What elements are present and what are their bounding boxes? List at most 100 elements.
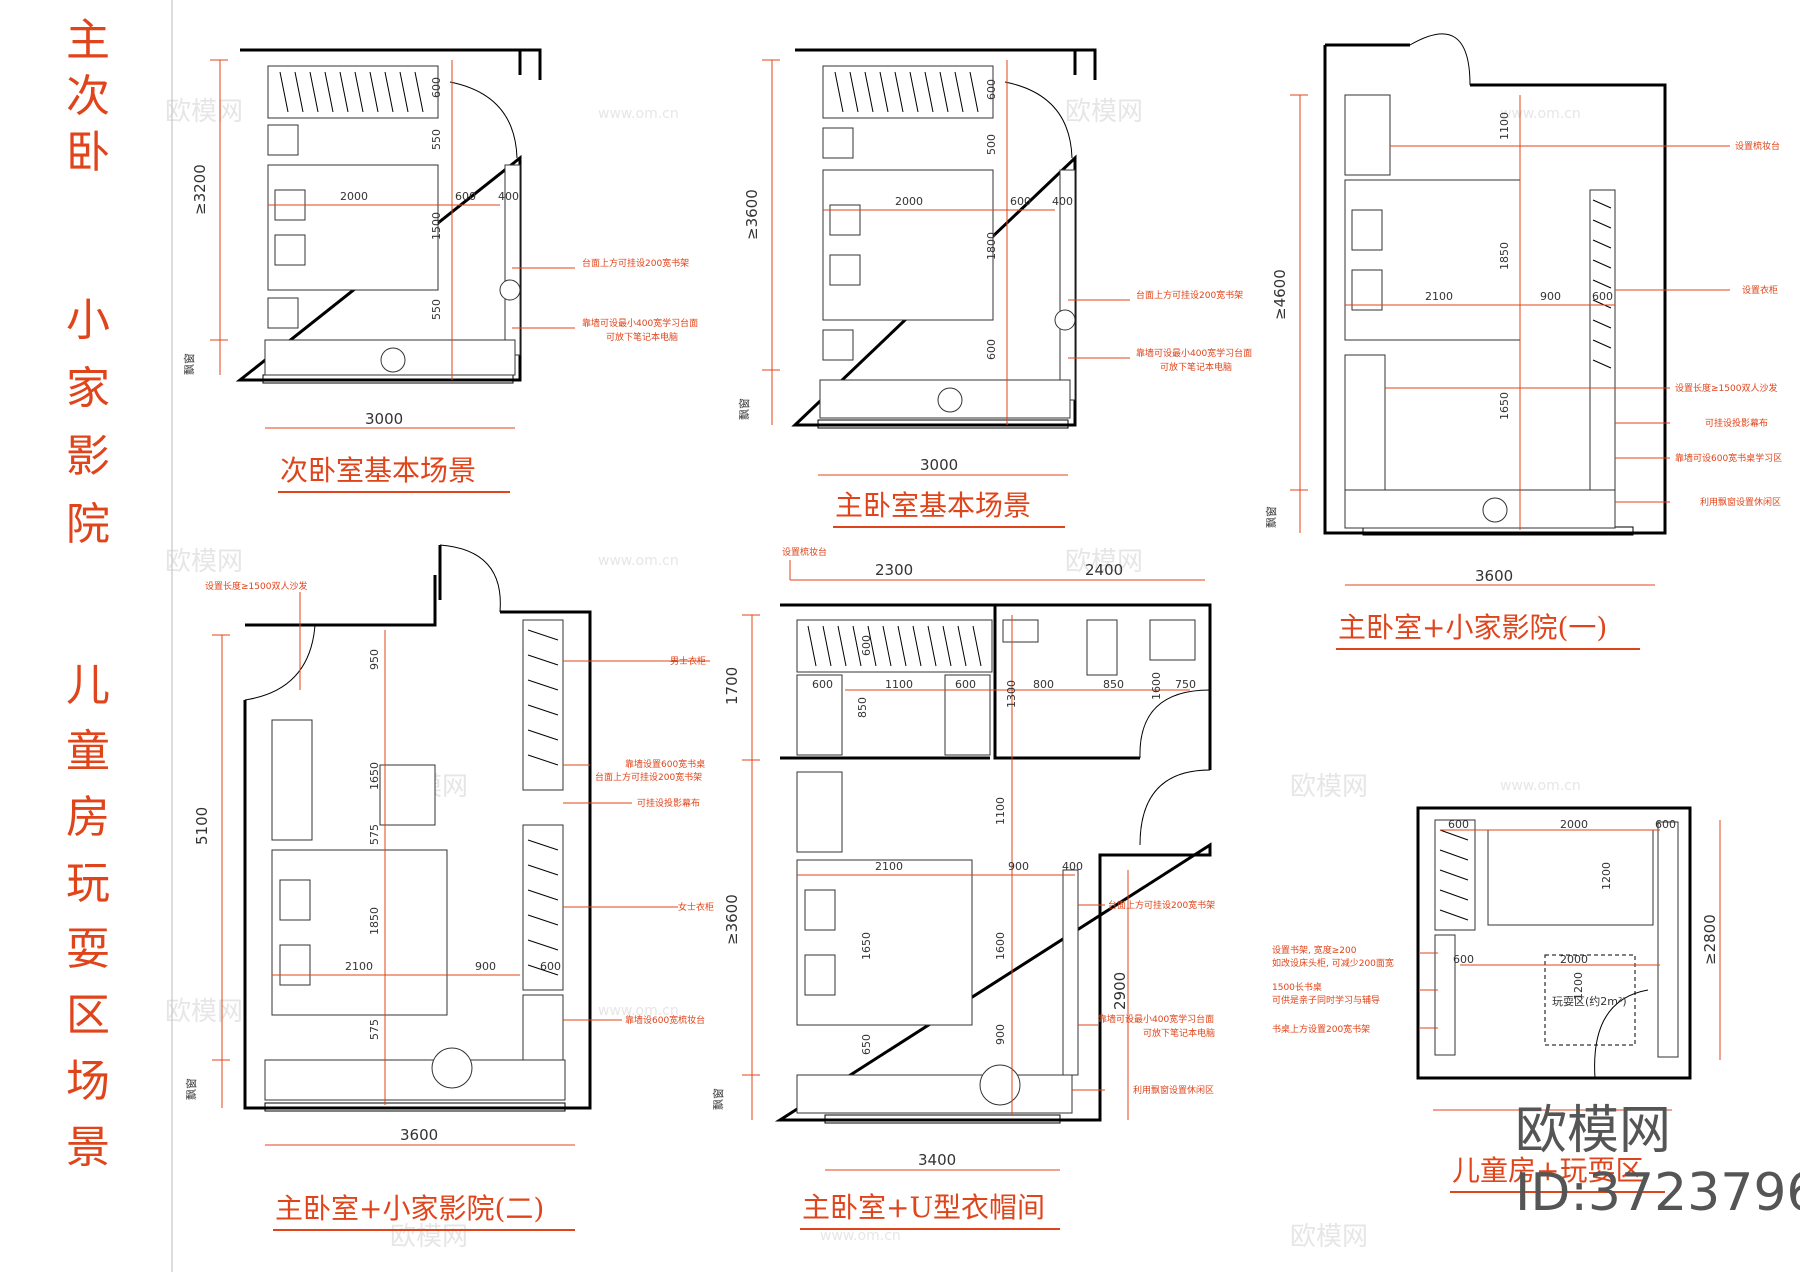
annotation-note: 可放下笔记本电脑 bbox=[1160, 361, 1232, 373]
dimension-value: 600 bbox=[1592, 290, 1613, 303]
height-dimension: 5100 bbox=[193, 807, 211, 845]
toilet bbox=[1086, 619, 1118, 676]
person-icon bbox=[1482, 497, 1508, 523]
width-dimension: 2300 bbox=[875, 561, 913, 579]
watermark-brand: 欧模网 bbox=[165, 997, 243, 1027]
sofa bbox=[271, 719, 313, 841]
dimension-value: 600 bbox=[1010, 195, 1031, 208]
annotation-note: 靠墙可设600宽书桌学习区 bbox=[1675, 452, 1782, 464]
height-dimension: ≥2800 bbox=[1701, 914, 1719, 965]
person-icon bbox=[380, 347, 406, 373]
side-title-char: 场 bbox=[66, 1056, 110, 1107]
annotation-note: 靠墙可设最小400宽学习台面 bbox=[1136, 347, 1252, 359]
dimension-value: 2100 bbox=[1425, 290, 1453, 303]
dressing-table bbox=[796, 771, 843, 853]
dimension-value: 950 bbox=[368, 649, 381, 670]
side-title-char: 影 bbox=[66, 431, 110, 482]
annotation-note: 如改设床头柜, 可减少200面宽 bbox=[1272, 957, 1394, 969]
side-title-char: 玩 bbox=[66, 858, 110, 909]
dimension-value: 1600 bbox=[1150, 672, 1163, 700]
window-bench bbox=[796, 1074, 1073, 1114]
nightstand bbox=[822, 329, 854, 361]
bed bbox=[271, 849, 448, 1016]
width-dimension: 3400 bbox=[918, 1151, 956, 1169]
side-title-char: 院 bbox=[66, 499, 110, 550]
plan-master-bedroom: ≥3600 飘窗 3000 600 500 1800 600 2000 600 … bbox=[737, 48, 1252, 528]
dimension-value: 2100 bbox=[875, 860, 903, 873]
annotation-note: 设置书架, 宽度≥200 bbox=[1272, 944, 1357, 956]
watermark-brand: 欧模网 bbox=[165, 97, 243, 127]
side-title-char: 耍 bbox=[66, 924, 110, 975]
plan-title: 主卧室+U型衣帽间 bbox=[802, 1191, 1045, 1224]
annotation-note: 可放下笔记本电脑 bbox=[606, 331, 678, 343]
door-swing bbox=[449, 81, 518, 159]
washbasin bbox=[1149, 619, 1196, 661]
study-desk bbox=[1062, 869, 1079, 1076]
dimension-value: 600 bbox=[860, 635, 873, 656]
wardrobe-hangers bbox=[834, 71, 979, 113]
annotation-note: 女士衣柜 bbox=[678, 901, 714, 913]
watermark-url: www.om.cn bbox=[1500, 778, 1581, 794]
width-dimension: 3000 bbox=[920, 456, 958, 474]
dimension-value: 1650 bbox=[860, 932, 873, 960]
dimension-value: 500 bbox=[985, 134, 998, 155]
wardrobe bbox=[522, 619, 564, 791]
dimension-value: 2100 bbox=[345, 960, 373, 973]
side-label: 飘窗 bbox=[737, 398, 751, 420]
wardrobe bbox=[522, 824, 564, 991]
dimension-value: 600 bbox=[985, 339, 998, 360]
side-title-char: 小 bbox=[66, 295, 110, 346]
person-icon bbox=[937, 387, 963, 413]
watermark-brand: 欧模网 bbox=[1290, 772, 1368, 802]
plan-master-walkin: 2300 2400 1700 ≥3600 飘窗 2900 3400 600 11… bbox=[711, 546, 1215, 1230]
annotation-note: 靠墙设600宽梳妆台 bbox=[625, 1014, 705, 1026]
side-title-char: 卧 bbox=[66, 127, 110, 178]
dimension-value: 600 bbox=[812, 678, 833, 691]
dimension-value: 400 bbox=[498, 190, 519, 203]
plan-title: 主卧室+小家影院(二) bbox=[275, 1192, 544, 1225]
dimension-value: 575 bbox=[368, 1019, 381, 1040]
dimension-value: 1650 bbox=[368, 762, 381, 790]
dimension-value: 550 bbox=[430, 299, 443, 320]
play-area bbox=[1544, 954, 1636, 1046]
wardrobe bbox=[1589, 189, 1616, 511]
watermark-brand: 欧模网 bbox=[1290, 1222, 1368, 1252]
plan-title: 儿童房+玩耍区 bbox=[1452, 1154, 1643, 1187]
pillow-icon bbox=[804, 954, 836, 996]
dimension-value: 600 bbox=[430, 77, 443, 98]
dimension-value: 2000 bbox=[1560, 818, 1588, 831]
round-table bbox=[979, 1064, 1021, 1106]
room-walls bbox=[1416, 806, 1692, 1080]
bed bbox=[1344, 179, 1521, 341]
plan-kids-room: 玩耍区(约2m²) ≥2800 600 2000 600 1200 600 20… bbox=[1272, 806, 1721, 1193]
bay-window bbox=[824, 1114, 1061, 1124]
window-bench bbox=[264, 1059, 566, 1101]
coffee-table bbox=[379, 764, 436, 826]
wardrobe bbox=[796, 619, 993, 673]
sink bbox=[1002, 619, 1039, 643]
plan-title: 主卧室基本场景 bbox=[835, 489, 1031, 522]
wardrobe-hangers bbox=[279, 71, 424, 113]
plan-title: 主卧室+小家影院(一) bbox=[1338, 611, 1607, 644]
dimension-value: 400 bbox=[1052, 195, 1073, 208]
dimension-value: 800 bbox=[1033, 678, 1054, 691]
annotation-note: 设置梳妆台 bbox=[1735, 140, 1780, 152]
door-swing bbox=[1139, 769, 1211, 846]
annotation-note: 利用飘窗设置休闲区 bbox=[1700, 496, 1781, 508]
door-swing bbox=[1004, 81, 1073, 159]
round-table bbox=[431, 1047, 473, 1089]
annotation-note: 设置梳妆台 bbox=[782, 546, 827, 558]
dimension-value: 900 bbox=[1008, 860, 1029, 873]
plan-master-cinema-1: ≥4600 飘窗 3600 1100 1850 1650 2100 900 60… bbox=[1264, 33, 1782, 650]
annotation-note: 设置衣柜 bbox=[1742, 284, 1778, 296]
dimension-value: 1850 bbox=[368, 907, 381, 935]
side-title-char: 童 bbox=[66, 726, 110, 777]
watermark-url: www.om.cn bbox=[598, 553, 679, 569]
dimension-value: 1200 bbox=[1600, 862, 1613, 890]
dimension-value: 600 bbox=[955, 678, 976, 691]
annotation-note: 可挂设投影幕布 bbox=[1705, 417, 1768, 429]
side-title-col1: 主次卧 bbox=[66, 15, 110, 178]
dimension-value: 900 bbox=[1540, 290, 1561, 303]
wardrobe-hangers bbox=[1592, 199, 1612, 369]
side-title-char: 区 bbox=[66, 990, 110, 1041]
